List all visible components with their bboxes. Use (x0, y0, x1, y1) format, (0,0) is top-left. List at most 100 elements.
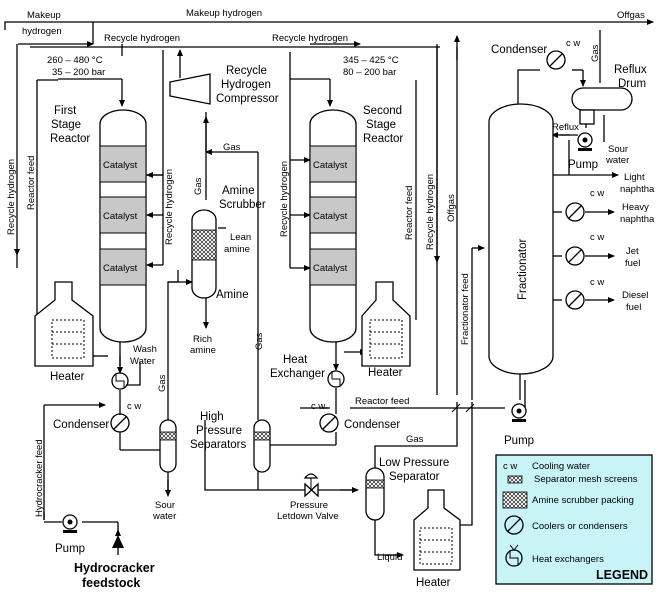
condenser-1 (110, 413, 130, 433)
label-compressor-2: Hydrogen (221, 79, 271, 91)
label-wash-water-1: Wash (133, 344, 157, 355)
label-gas-scrubber: Gas (223, 142, 241, 153)
label-reactor-feed-h: Reactor feed (355, 396, 409, 407)
label-reflux: Reflux (552, 122, 579, 133)
piping (4, 19, 654, 558)
label-rich-amine-1: Rich (193, 334, 212, 345)
legend-cw-text: Cooling water (532, 461, 590, 472)
label-diesel-fuel-1: Diesel (622, 290, 648, 301)
label-condenser-1: Condenser (53, 419, 109, 431)
label-makeup-hydrogen-top: Makeup hydrogen (186, 8, 262, 19)
label-fractionator: Fractionator (517, 238, 529, 300)
label-diesel-fuel-2: fuel (626, 302, 641, 313)
legend-mesh-text: Separator mesh screens (534, 474, 638, 485)
label-lp-1: Low Pressure (379, 457, 449, 469)
label-first-stage-1: First (54, 105, 77, 117)
label-cw-diesel: c w (590, 277, 604, 288)
label-heavy-naphtha-2: naphtha (620, 214, 655, 225)
label-amine-scrubber-1: Amine (222, 185, 255, 197)
label-catalyst-1c: Catalyst (103, 263, 138, 274)
label-first-stage-2: Stage (51, 119, 81, 131)
first-stage-reactor (99, 109, 147, 343)
label-heavy-naphtha-1: Heavy (622, 202, 649, 213)
label-jet-fuel-1: Jet (626, 246, 639, 257)
label-catalyst-1a: Catalyst (103, 160, 138, 171)
pump-feed (62, 514, 78, 533)
label-condenser-top: Condenser (491, 44, 547, 56)
fractionator (488, 103, 554, 375)
label-gas-scrubber-v: Gas (193, 177, 204, 195)
label-light-naphtha-2: naphtha (620, 184, 655, 195)
label-second-reactor-pressure: 80 – 200 bar (343, 67, 396, 78)
label-pump-feed: Pump (55, 543, 85, 555)
label-cw-1: c w (127, 401, 141, 412)
label-pump-fractionator: Pump (504, 435, 534, 447)
label-recycle-hydrogen-right: Recycle hydrogen (279, 161, 290, 237)
label-hp-3: Separators (190, 439, 247, 451)
label-heater-3: Heater (416, 577, 451, 589)
cooler-jet-fuel (565, 246, 585, 266)
label-condenser-2: Condenser (344, 419, 400, 431)
label-heater-1: Heater (50, 371, 85, 383)
label-lean-amine-2: amine (224, 244, 250, 255)
label-offgas-v: Offgas (446, 194, 457, 222)
legend: c w Cooling water Separator mesh screens… (495, 454, 653, 585)
reflux-drum (571, 87, 633, 125)
label-reactor-feed-right: Reactor feed (404, 186, 415, 240)
legend-cooler-text: Coolers or condensers (532, 521, 628, 532)
label-reactor-feed-left: Reactor feed (26, 156, 37, 210)
label-second-stage-3: Reactor (363, 133, 403, 145)
label-first-stage-3: Reactor (50, 133, 90, 145)
low-pressure-separator (365, 467, 385, 521)
label-first-reactor-pressure: 35 – 200 bar (52, 67, 105, 78)
label-compressor-1: Recycle (226, 65, 267, 77)
heat-exchanger-1 (111, 372, 129, 390)
label-sour-water-hp-1: Sour (155, 500, 175, 511)
label-catalyst-2a: Catalyst (313, 160, 348, 171)
label-cw-top: c w (566, 38, 580, 49)
legend-amine-text: Amine scrubber packing (532, 495, 634, 506)
label-jet-fuel-2: fuel (625, 258, 640, 269)
second-stage-reactor (309, 109, 357, 343)
label-amine-scrubber-2: Scrubber (219, 199, 266, 211)
label-catalyst-1b: Catalyst (103, 211, 138, 222)
label-liquid: Liquid (377, 552, 402, 563)
label-light-naphtha-1: Light (624, 172, 645, 183)
label-compressor-3: Compressor (216, 93, 279, 105)
label-pump-reflux: Pump (568, 159, 598, 171)
legend-hx-text: Heat exchangers (532, 554, 604, 565)
label-cw-jet: c w (590, 232, 604, 243)
label-recycle-hydrogen-2: Recycle hydrogen (272, 33, 348, 44)
pump-reflux (577, 132, 593, 151)
label-makeup: Makeup (27, 10, 61, 21)
label-hydrocracker-feed: Hydrocracker feed (34, 439, 45, 517)
label-second-stage-2: Stage (366, 119, 396, 131)
feedstock-arrow (112, 535, 124, 548)
label-sour-water-2: water (605, 155, 629, 166)
label-feedstock-2: feedstock (82, 576, 140, 590)
legend-cw-symbol: c w (503, 461, 517, 472)
label-recycle-hydrogen-far: Recycle hydrogen (425, 174, 436, 250)
label-second-stage-1: Second (363, 105, 402, 117)
label-cw-2: c w (311, 401, 325, 412)
label-fractionator-feed: Fractionator feed (460, 273, 471, 345)
legend-title: LEGEND (596, 568, 648, 582)
recycle-hydrogen-compressor (169, 73, 211, 105)
label-heater-2: Heater (368, 367, 403, 379)
legend-mesh-symbol (507, 475, 523, 484)
label-catalyst-2b: Catalyst (313, 211, 348, 222)
heater-3 (413, 489, 461, 571)
heater-2 (361, 281, 411, 367)
heat-exchanger-2 (327, 370, 345, 388)
label-reflux-drum-1: Reflux (614, 64, 647, 76)
label-gas-drum: Gas (590, 44, 601, 62)
label-recycle-hydrogen-1: Recycle hydrogen (104, 33, 180, 44)
label-wash-water-2: Water (130, 356, 155, 367)
label-feedstock-1: Hydrocracker (74, 561, 155, 575)
label-heat-exchanger-2: Exchanger (270, 368, 325, 380)
condenser-2 (319, 413, 339, 433)
heater-1 (34, 281, 94, 367)
label-reflux-drum-2: Drum (618, 78, 646, 90)
label-catalyst-2c: Catalyst (313, 263, 348, 274)
label-hydrogen: hydrogen (22, 26, 62, 37)
